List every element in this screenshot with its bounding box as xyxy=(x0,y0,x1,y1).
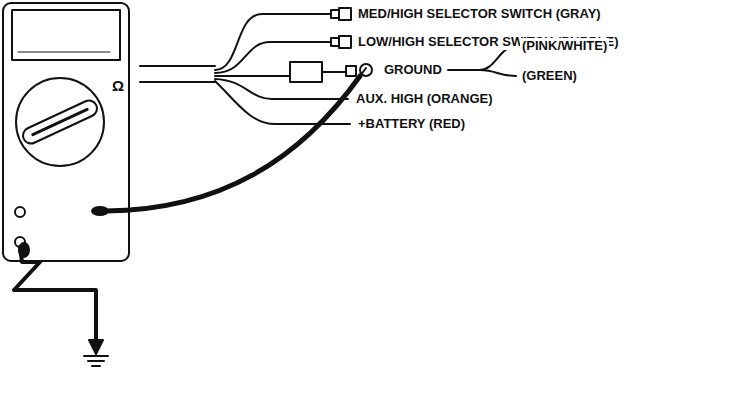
meter-display xyxy=(12,10,120,60)
wire-label: +BATTERY (RED) xyxy=(356,116,467,132)
meter-dial xyxy=(16,78,104,166)
meter-body xyxy=(3,3,129,261)
wire-label: MED/HIGH SELECTOR SWITCH (GRAY) xyxy=(356,6,603,22)
meter-jack xyxy=(15,207,25,217)
wire-color-label: (GREEN) xyxy=(520,68,579,84)
wire-color-label: (PINK/WHITE) xyxy=(520,38,609,54)
wire-label: AUX. HIGH (ORANGE) xyxy=(354,91,495,107)
inline-component xyxy=(290,62,322,82)
dial-symbol: Ω xyxy=(110,78,126,94)
wire-label: GROUND xyxy=(382,62,444,78)
